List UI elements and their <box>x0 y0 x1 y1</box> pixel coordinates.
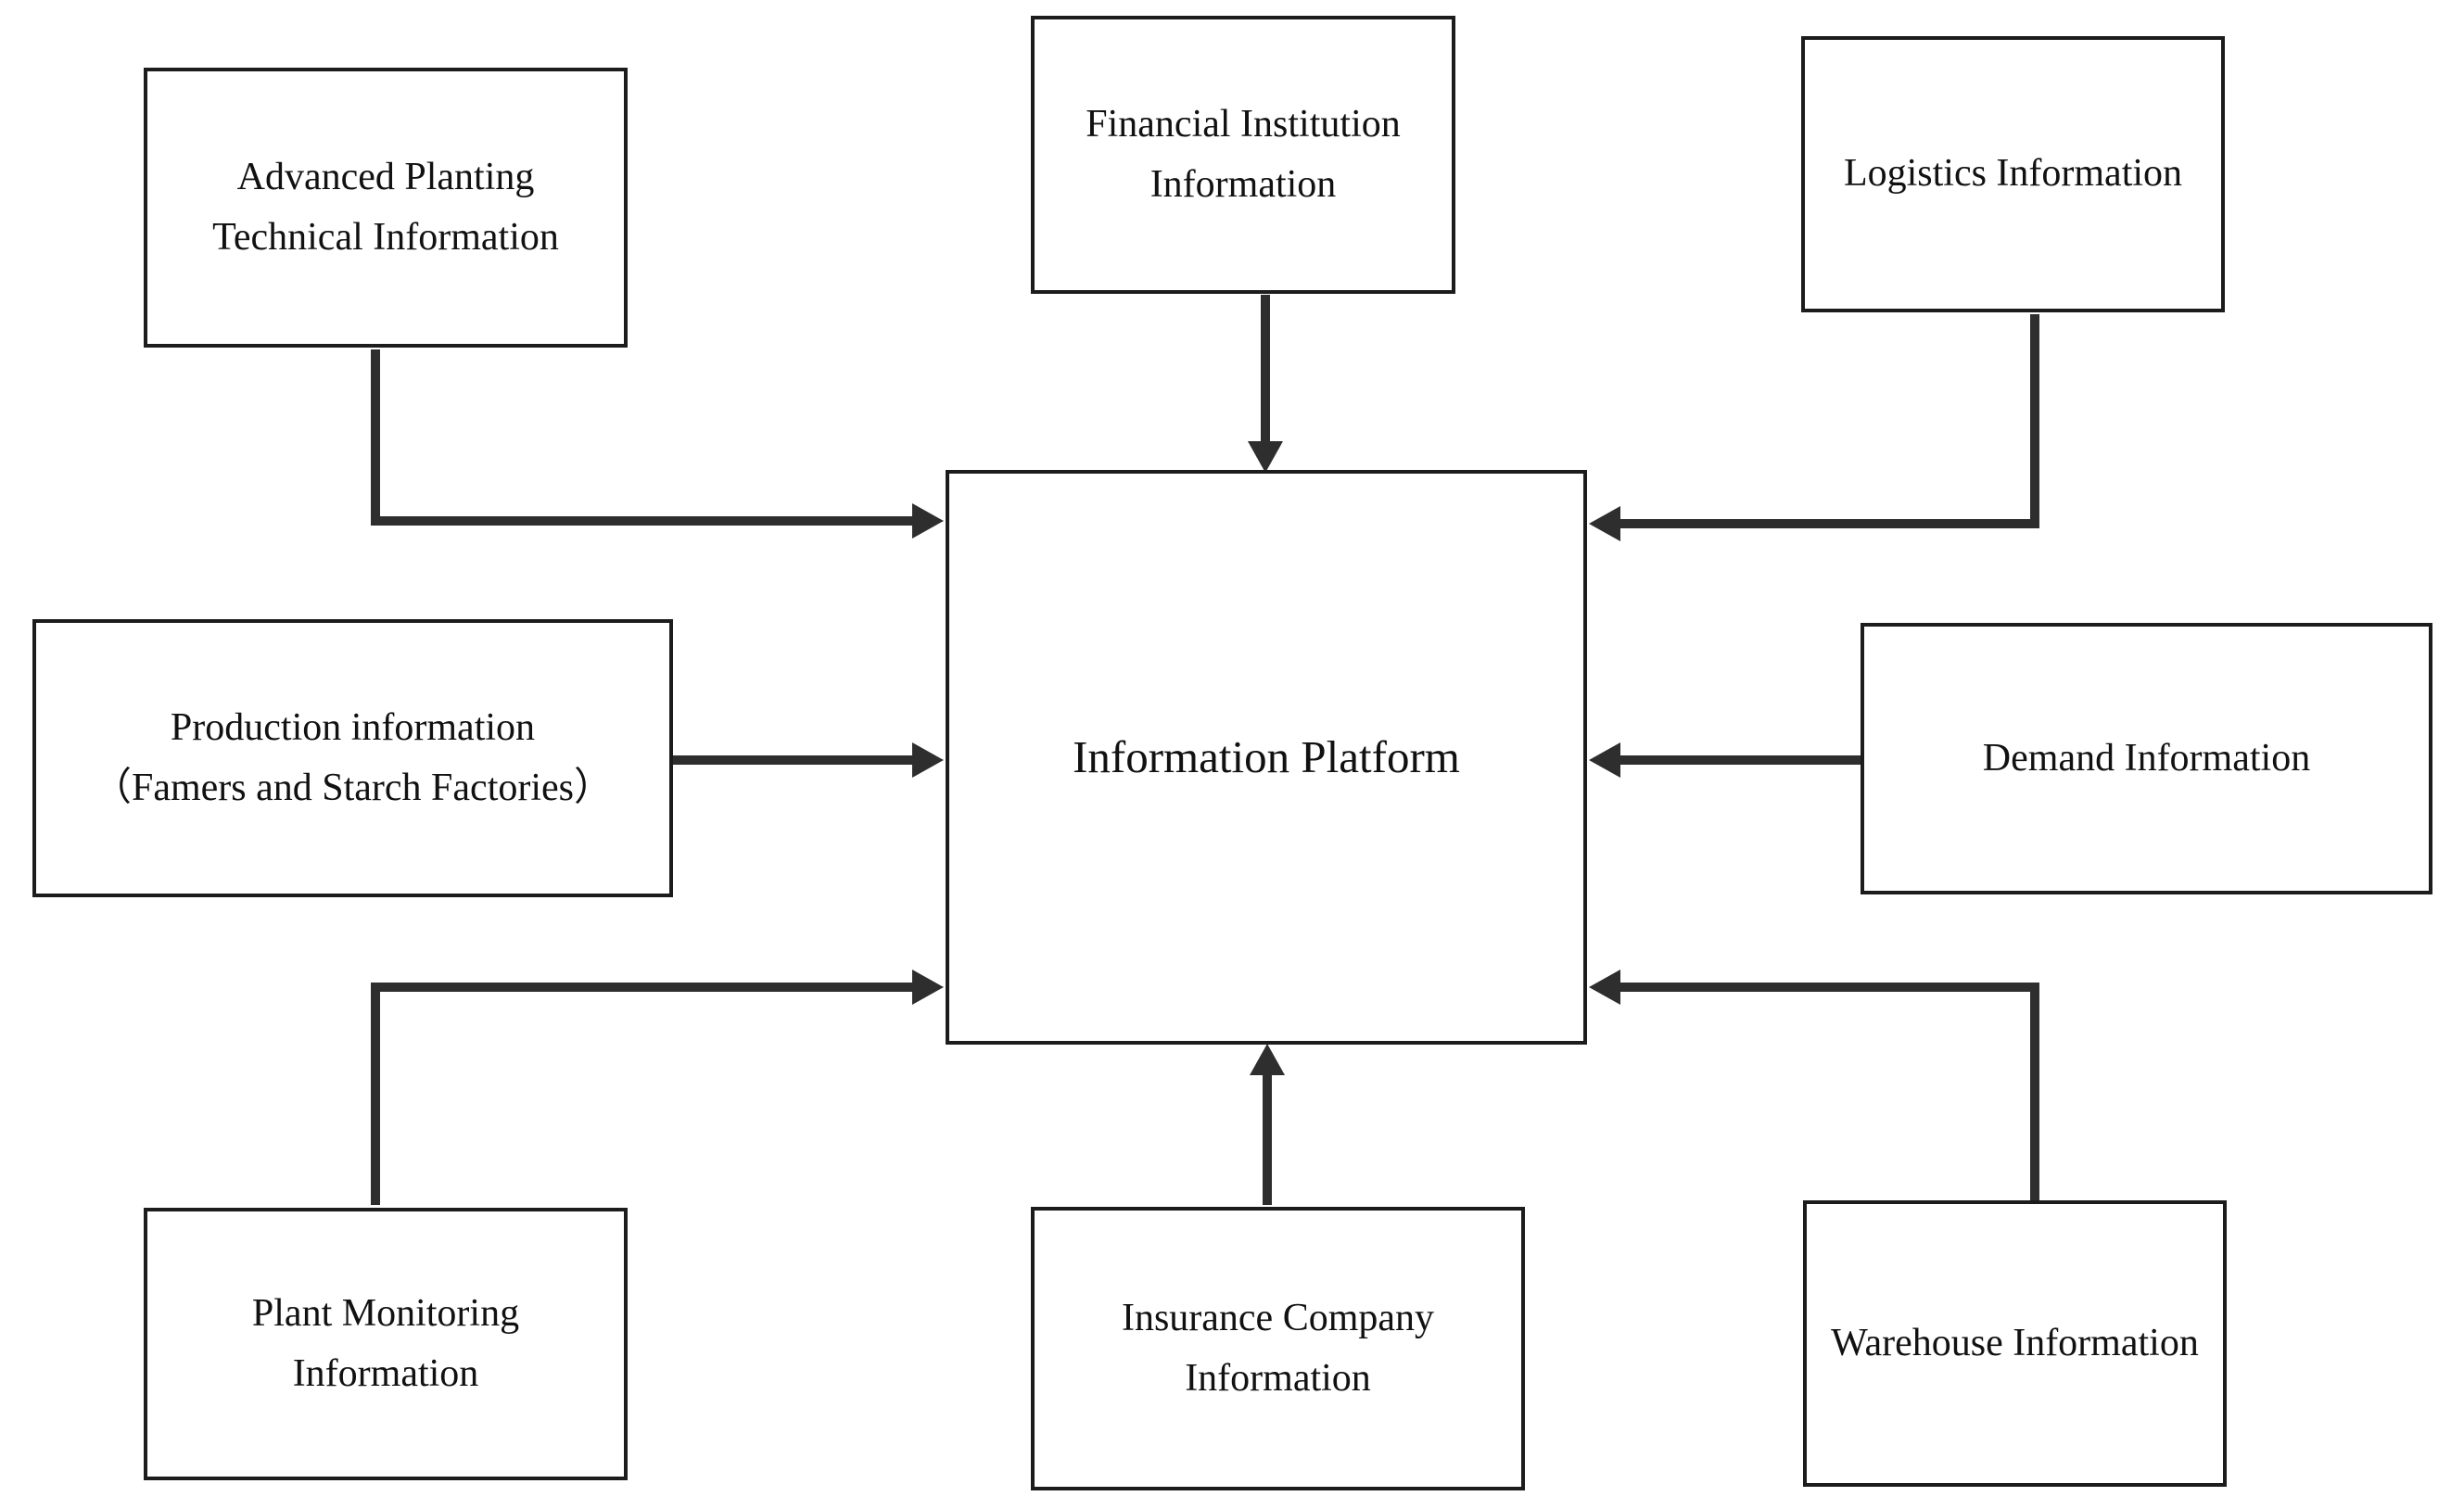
node-warehouse-information: Warehouse Information <box>1803 1200 2227 1487</box>
node-label: Information Platform <box>1073 731 1460 783</box>
node-label: Advanced Planting Technical Information <box>212 155 559 259</box>
node-information-platform: Information Platform <box>946 470 1587 1045</box>
arrowhead-insurance-icon <box>1250 1044 1285 1075</box>
node-label: Insurance Company Information <box>1121 1296 1435 1400</box>
node-label: Plant Monitoring Information <box>251 1291 520 1395</box>
arrow-logistics-to-platform <box>1620 314 2039 528</box>
arrow-plant-monitoring-to-platform <box>371 983 914 1205</box>
arrowhead-advanced-planting-icon <box>912 503 944 539</box>
node-label: Logistics Information <box>1843 152 2183 196</box>
arrowhead-warehouse-icon <box>1589 970 1620 1005</box>
node-label: Financial Institution Information <box>1086 102 1401 206</box>
node-logistics-information: Logistics Information <box>1801 36 2225 312</box>
node-production-information: Production information （Famers and Starc… <box>32 619 673 897</box>
arrowhead-production-icon <box>912 742 944 778</box>
arrowhead-financial-icon <box>1248 441 1283 473</box>
arrow-advanced-planting-to-platform <box>371 349 914 526</box>
node-plant-monitoring-information: Plant Monitoring Information <box>144 1208 628 1480</box>
node-insurance-company-information: Insurance Company Information <box>1031 1207 1525 1490</box>
node-advanced-planting-technical-information: Advanced Planting Technical Information <box>144 68 628 348</box>
node-label: Production information （Famers and Starc… <box>92 705 614 809</box>
node-financial-institution-information: Financial Institution Information <box>1031 16 1455 294</box>
node-label: Warehouse Information <box>1831 1321 2199 1364</box>
arrowhead-logistics-icon <box>1589 506 1620 541</box>
node-demand-information: Demand Information <box>1861 623 2432 894</box>
arrowhead-plant-monitoring-icon <box>912 970 944 1005</box>
node-label: Demand Information <box>1982 736 2311 780</box>
arrowhead-demand-icon <box>1589 742 1620 778</box>
arrow-warehouse-to-platform <box>1620 983 2039 1202</box>
